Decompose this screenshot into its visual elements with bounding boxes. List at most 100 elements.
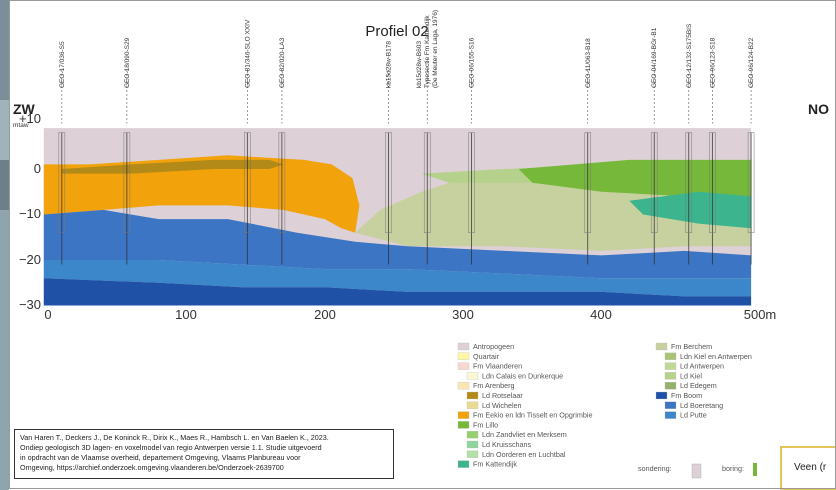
- citation-line: Van Haren T., Deckers J., De Koninck R.,…: [20, 433, 329, 442]
- legend-item-label: Ld Antwerpen: [680, 362, 724, 371]
- legend-item-label: Ld Rotselaar: [482, 391, 523, 400]
- y-tick-label: −30: [19, 297, 41, 312]
- legend-item-label: Ldn Kiel en Antwerpen: [680, 352, 752, 361]
- borehole-label: GEO-82/020-LA3: [279, 37, 286, 88]
- y-tick-label: 0: [34, 161, 41, 176]
- borehole-log-frame: [584, 132, 592, 233]
- x-tick-label: 200: [314, 307, 336, 322]
- citation-line: Ondiep geologisch 3D lagen- en voxelmode…: [20, 443, 322, 452]
- legend-swatch: [466, 372, 479, 380]
- left-edge-strip: [0, 160, 9, 210]
- layer-boom: [43, 278, 752, 306]
- borehole-label: (De Meuter en Laga, 1976): [432, 10, 439, 88]
- y-axis-unit: mtaw: [13, 122, 29, 129]
- x-tick-label: 300: [452, 307, 474, 322]
- borehole-log-frame: [685, 132, 693, 233]
- y-tick-label: −10: [19, 206, 41, 221]
- borehole-label: GEO-96/124-B22: [748, 37, 755, 88]
- left-edge-strip: [0, 0, 9, 100]
- borehole-log-frame: [423, 132, 431, 233]
- legend-item-label: Ldn Oorderen en Luchtbal: [482, 450, 566, 459]
- legend-swatch: [664, 352, 677, 360]
- layer-kattendijk: [629, 191, 752, 229]
- borehole-markers: GEO-17/036-S5 GEO-18/090-S29 GEO-81/346-SL…: [58, 10, 755, 265]
- borehole-log-frame: [747, 132, 755, 233]
- layer-putte: [43, 260, 752, 297]
- legend-sondering-label: sondering:: [638, 464, 672, 473]
- borehole-label: GEO-18/090-S29: [124, 37, 131, 88]
- legend-item-label: Fm Lillo: [473, 420, 498, 429]
- borehole-label: kb15d28w-B603: [416, 41, 423, 88]
- legend-item-label: Fm Boom: [671, 391, 702, 400]
- legend-item-label: Ld Kruisschans: [482, 440, 532, 449]
- legend-item-label: Antropogeen: [473, 342, 514, 351]
- citation-line: in opdracht van de Vlaamse overheid, dep…: [20, 453, 301, 462]
- legend-sondering-swatch: [691, 463, 702, 479]
- veen-legend-box: Veen (r: [780, 446, 836, 490]
- legend-item-label: Fm Berchem: [671, 342, 712, 351]
- borehole-label: GEO-06/155-S16: [469, 37, 476, 88]
- borehole-label: GEO-17/036-S5: [59, 41, 66, 88]
- x-tick-label: 500m: [744, 307, 777, 322]
- legend-swatch: [457, 421, 470, 429]
- direction-right-label: NO: [808, 101, 829, 117]
- legend-item-label: Ldn Zandvliet en Merksem: [482, 430, 567, 439]
- citation-box: Van Haren T., Deckers J., De Koninck R.,…: [14, 429, 394, 479]
- borehole-log-frame: [123, 132, 131, 233]
- legend-item-label: Ldn Calais en Dunkerque: [482, 371, 563, 380]
- legend-swatch: [466, 391, 479, 400]
- borehole-label: Typesectie Fm Kattendijk: [424, 15, 431, 88]
- legend-item-label: Ld Boeretang: [680, 401, 723, 410]
- x-axis: 0 100 200 300 400 500m: [44, 307, 776, 322]
- x-tick-label: 0: [44, 307, 51, 322]
- legend-item-label: Fm Eekio en ldn Tisselt en Opgrimbie: [473, 411, 592, 420]
- direction-left-label: ZW: [13, 101, 36, 117]
- x-tick-label: 100: [175, 307, 197, 322]
- borehole-log-frame: [278, 132, 286, 233]
- legend-swatch: [466, 440, 479, 449]
- legend-item-label: Ld Putte: [680, 411, 707, 420]
- legend-swatch: [655, 342, 668, 351]
- legend-swatch: [457, 362, 470, 370]
- legend-boring-label: boring:: [722, 464, 744, 473]
- legend-swatch: [457, 460, 470, 468]
- legend-swatch: [457, 342, 470, 351]
- legend-item-label: Fm Arenberg: [473, 381, 515, 390]
- legend-swatch: [466, 450, 479, 458]
- legend-swatch: [664, 411, 677, 419]
- legend-boring-swatch: [753, 463, 757, 476]
- borehole-log-frame: [468, 132, 475, 233]
- legend-item-label: Fm Kattendijk: [473, 460, 517, 469]
- borehole-log-frame: [58, 132, 66, 233]
- layer-boeretang: [43, 209, 752, 279]
- borehole-label: GEO-96/123-S18: [709, 37, 716, 88]
- y-tick-label: +10: [19, 111, 41, 126]
- borehole-log-frame: [650, 132, 658, 233]
- borehole-label: GEO-11/063-B18: [585, 38, 592, 88]
- legend-swatch: [457, 352, 470, 360]
- borehole-label: kb15d28w-B178: [386, 41, 393, 88]
- legend-swatch: [457, 411, 470, 419]
- legend-swatch: [664, 382, 677, 390]
- legend-swatch: [655, 391, 668, 400]
- left-edge-strip: [0, 210, 9, 490]
- legend-item-label: Fm Vlaanderen: [473, 362, 522, 371]
- borehole-label: GEO-81/346-SLO XXIV: [244, 19, 251, 88]
- y-axis: +10 0 −10 −20 −30: [19, 111, 41, 312]
- legend-swatch: [664, 362, 677, 370]
- legend-item-label: Ld Kiel: [680, 371, 702, 380]
- borehole-label: GEO-12/132-S175BIS: [686, 23, 693, 88]
- layer-lillo: [518, 159, 752, 197]
- layer-eekio: [43, 155, 360, 233]
- borehole-log-frame: [385, 132, 392, 233]
- legend-swatch: [664, 401, 677, 409]
- left-edge-strip: [0, 100, 9, 160]
- layer-rotselaar: [61, 159, 284, 174]
- x-tick-label: 400: [590, 307, 612, 322]
- legend-swatch: [664, 372, 677, 380]
- y-tick-label: −20: [19, 252, 41, 267]
- legend-swatch: [466, 401, 479, 409]
